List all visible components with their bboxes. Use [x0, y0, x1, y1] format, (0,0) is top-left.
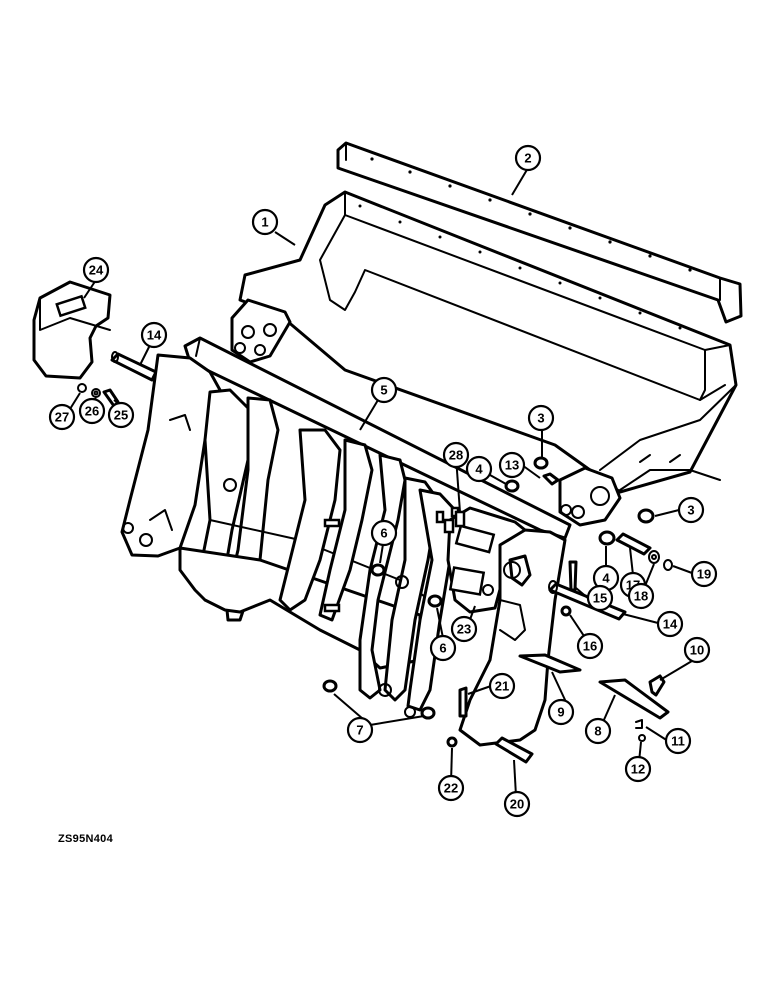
pivot-pin-left — [110, 351, 158, 382]
callout-10: 10 — [683, 636, 711, 664]
svg-text:4: 4 — [475, 462, 483, 477]
callout-9: 9 — [547, 698, 575, 726]
callout-3-top: 3 — [527, 404, 555, 432]
callout-14-right: 14 — [656, 610, 684, 638]
svg-text:27: 27 — [55, 410, 69, 425]
callout-27: 27 — [48, 403, 76, 431]
svg-text:14: 14 — [147, 328, 162, 343]
bucket-body — [230, 190, 738, 527]
callout-14-left: 14 — [140, 321, 168, 349]
svg-text:24: 24 — [89, 263, 104, 278]
svg-text:1: 1 — [261, 215, 268, 230]
svg-text:20: 20 — [510, 797, 524, 812]
svg-text:7: 7 — [356, 723, 363, 738]
callout-22: 22 — [437, 774, 465, 802]
svg-text:26: 26 — [85, 404, 99, 419]
callout-21: 21 — [488, 672, 516, 700]
callout-6-bottom: 6 — [429, 634, 457, 662]
svg-text:9: 9 — [557, 705, 564, 720]
svg-text:19: 19 — [697, 567, 711, 582]
callout-11: 11 — [664, 727, 692, 755]
svg-text:15: 15 — [593, 591, 607, 606]
svg-text:6: 6 — [380, 526, 387, 541]
figure-code: ZS95N404 — [58, 833, 113, 845]
callout-28: 28 — [442, 441, 470, 469]
callout-23: 23 — [450, 615, 478, 643]
callout-8: 8 — [584, 717, 612, 745]
callout-18: 18 — [627, 582, 655, 610]
callout-20: 20 — [503, 790, 531, 818]
svg-text:22: 22 — [444, 781, 458, 796]
svg-text:6: 6 — [439, 641, 446, 656]
callout-13: 13 — [498, 451, 526, 479]
callout-4-left: 4 — [465, 455, 493, 483]
svg-text:21: 21 — [495, 679, 509, 694]
svg-text:3: 3 — [687, 503, 694, 518]
callout-6-top: 6 — [370, 519, 398, 547]
svg-text:4: 4 — [602, 571, 610, 586]
callout-25: 25 — [107, 401, 135, 429]
callout-1: 1 — [251, 208, 279, 236]
svg-text:2: 2 — [524, 151, 531, 166]
svg-text:10: 10 — [690, 643, 704, 658]
callout-3-right: 3 — [677, 496, 705, 524]
callout-4-right: 4 — [592, 564, 620, 592]
callout-5: 5 — [370, 376, 398, 404]
svg-text:11: 11 — [671, 734, 685, 749]
callout-15: 15 — [586, 584, 614, 612]
callout-19: 19 — [690, 560, 718, 588]
coupler-frame — [120, 336, 572, 747]
svg-text:13: 13 — [505, 458, 519, 473]
svg-text:25: 25 — [114, 408, 128, 423]
svg-text:23: 23 — [457, 622, 471, 637]
callout-26: 26 — [78, 397, 106, 425]
right-pin-group — [322, 456, 673, 764]
callout-16: 16 — [576, 632, 604, 660]
svg-text:14: 14 — [663, 617, 678, 632]
callout-7: 7 — [346, 716, 374, 744]
svg-text:5: 5 — [380, 383, 387, 398]
svg-text:16: 16 — [583, 639, 597, 654]
callout-2: 2 — [514, 144, 542, 172]
svg-text:12: 12 — [631, 762, 645, 777]
svg-text:8: 8 — [594, 724, 601, 739]
svg-text:28: 28 — [449, 448, 463, 463]
svg-text:3: 3 — [537, 411, 544, 426]
callout-12: 12 — [624, 755, 652, 783]
svg-text:18: 18 — [634, 589, 648, 604]
cutting-edge-strip — [336, 141, 743, 324]
callout-24: 24 — [82, 256, 110, 284]
cover-plate — [32, 280, 112, 380]
